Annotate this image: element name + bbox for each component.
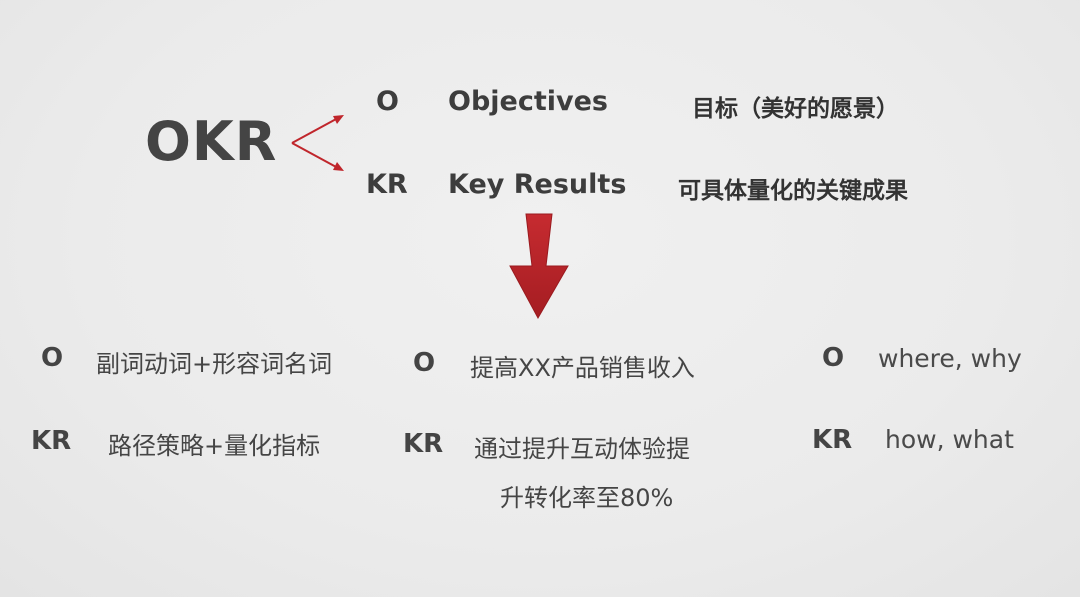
- col3-kr-text: how, what: [885, 425, 1014, 454]
- definition-kr-chinese: 可具体量化的关键成果: [678, 178, 908, 204]
- col3-o-code: O: [822, 343, 845, 373]
- definition-o-code: O: [376, 86, 399, 117]
- col2-o-text: 提高XX产品销售收入: [470, 354, 695, 382]
- col2-kr-code: KR: [403, 429, 444, 459]
- okr-title: OKR: [145, 110, 278, 173]
- definition-o-chinese: 目标（美好的愿景）: [692, 96, 899, 122]
- col2-kr-text-line1: 通过提升互动体验提: [474, 435, 690, 463]
- col1-kr-code: KR: [31, 426, 72, 456]
- col1-kr-text: 路径策略+量化指标: [108, 432, 321, 460]
- definition-kr-english: Key Results: [448, 169, 627, 200]
- col2-o-code: O: [413, 348, 436, 378]
- branch-arrow-down: [291, 142, 344, 171]
- col1-o-text: 副词动词+形容词名词: [96, 350, 333, 378]
- definition-kr-code: KR: [366, 169, 408, 200]
- col2-kr-text-line2: 升转化率至80%: [500, 484, 674, 512]
- down-arrow-icon: [509, 213, 569, 320]
- col3-kr-code: KR: [812, 425, 853, 455]
- col3-o-text: where, why: [878, 344, 1022, 373]
- col1-o-code: O: [41, 343, 64, 373]
- definition-o-english: Objectives: [448, 86, 608, 117]
- branch-arrow-up: [291, 115, 344, 144]
